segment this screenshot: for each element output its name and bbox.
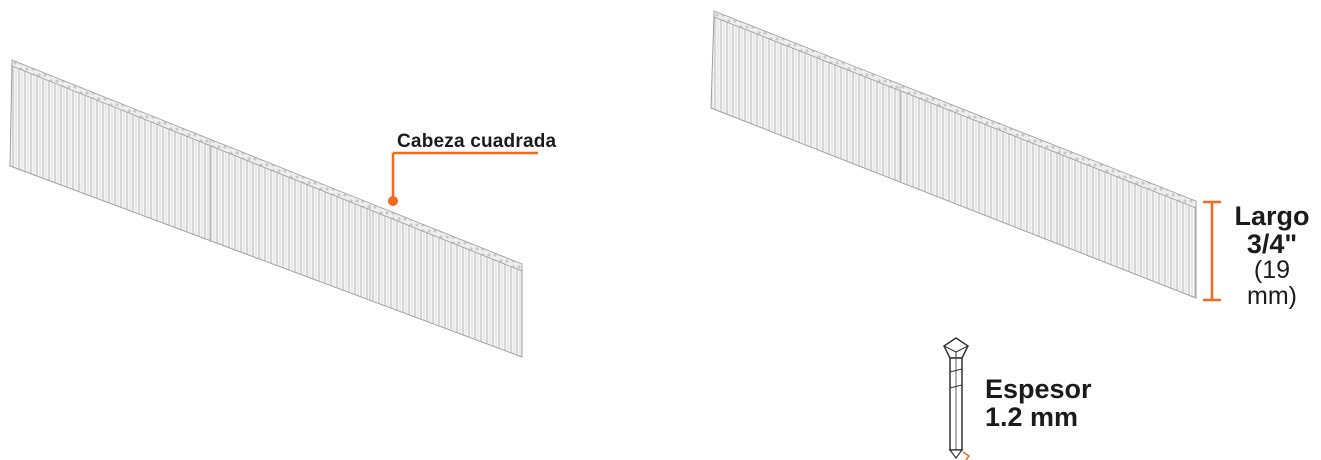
- nail-strip-right: [710, 10, 1197, 299]
- thickness-marker: [962, 451, 971, 460]
- nail-strip-left: [9, 59, 523, 358]
- length-bracket: [1203, 200, 1221, 302]
- thickness-label: Espesor 1.2 mm: [985, 375, 1092, 432]
- length-title: Largo: [1234, 201, 1310, 231]
- head-callout: [388, 151, 538, 206]
- length-metric: (19 mm): [1247, 256, 1297, 310]
- thickness-title: Espesor: [985, 374, 1092, 404]
- single-nail: [943, 337, 971, 460]
- thickness-value: 1.2 mm: [985, 402, 1079, 433]
- length-label: Largo 3/4" (19 mm): [1226, 201, 1318, 310]
- length-value: 3/4": [1246, 228, 1298, 259]
- head-callout-label: Cabeza cuadrada: [397, 131, 557, 152]
- callout-dot: [388, 196, 398, 206]
